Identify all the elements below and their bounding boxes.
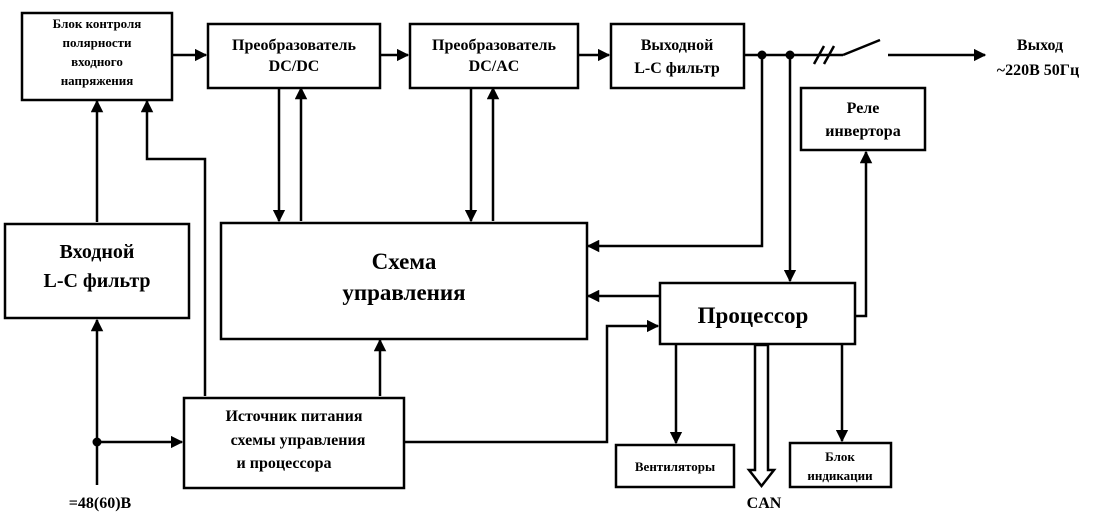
output-voltage-label: ~220В 50Гц	[997, 62, 1079, 79]
block-label-line: DC/AC	[469, 58, 520, 75]
relay-switch-blade	[842, 38, 881, 57]
block-label-line: Вентиляторы	[635, 459, 715, 474]
output-label: Выход	[1017, 37, 1063, 54]
block-label-line: Выходной	[641, 37, 714, 54]
block-label-line: L-C фильтр	[634, 60, 720, 77]
block-label-line: Источник питания	[225, 408, 362, 425]
junction-dot	[92, 437, 102, 447]
junction-dot	[785, 50, 795, 60]
block-label-line: входного	[71, 54, 123, 69]
wire-output-sense-to-control	[586, 55, 764, 253]
block-dcdc-converter: Преобразователь DC/DC	[206, 22, 382, 90]
block-power-supply: Источник питания схемы управления и проц…	[182, 396, 406, 490]
block-input-filter: Входной L-C фильтр	[3, 222, 191, 320]
can-bus-arrow	[746, 343, 777, 489]
block-label-line: управления	[342, 280, 465, 305]
block-fans: Вентиляторы	[614, 443, 736, 489]
block-label-line: напряжения	[61, 73, 134, 88]
can-label: CAN	[747, 495, 782, 512]
block-dcac-converter: Преобразователь DC/AC	[408, 22, 580, 90]
block-label-line: полярности	[62, 35, 132, 50]
block-label-line: Блок	[825, 449, 855, 464]
block-label-line: схемы управления	[231, 432, 366, 449]
block-label-line: Схема	[372, 249, 437, 274]
block-label-line: L-C фильтр	[43, 270, 150, 292]
block-label-line: Блок контроля	[53, 16, 142, 31]
block-label-line: Реле	[847, 100, 880, 117]
input-voltage-label: =48(60)В	[69, 495, 132, 512]
block-processor: Процессор	[658, 281, 857, 346]
block-label-line: Преобразователь	[232, 37, 356, 54]
block-label-line: индикации	[807, 468, 873, 483]
block-label-line: DC/DC	[269, 58, 320, 75]
block-indication: Блок индикации	[788, 441, 893, 489]
block-label-line: и процессора	[237, 455, 332, 472]
hash-mark	[822, 45, 836, 65]
block-label-line: Процессор	[698, 303, 809, 328]
junction-dot	[757, 50, 767, 60]
connections	[90, 38, 987, 489]
block-control-scheme: Схема управления	[219, 221, 589, 341]
wire-psu-to-polarity	[140, 99, 207, 396]
block-label-line: Входной	[60, 241, 135, 263]
block-inverter-relay: Реле инвертора	[799, 86, 927, 152]
block-polarity-control: Блок контроля полярности входного напряж…	[20, 11, 174, 102]
block-output-filter: Выходной L-C фильтр	[609, 22, 746, 90]
wire-processor-to-relay	[856, 150, 873, 318]
block-label-line: инвертора	[825, 123, 900, 140]
block-label-line: Преобразователь	[432, 37, 556, 54]
wire-psu-to-processor	[405, 319, 660, 444]
hash-mark	[812, 45, 826, 65]
